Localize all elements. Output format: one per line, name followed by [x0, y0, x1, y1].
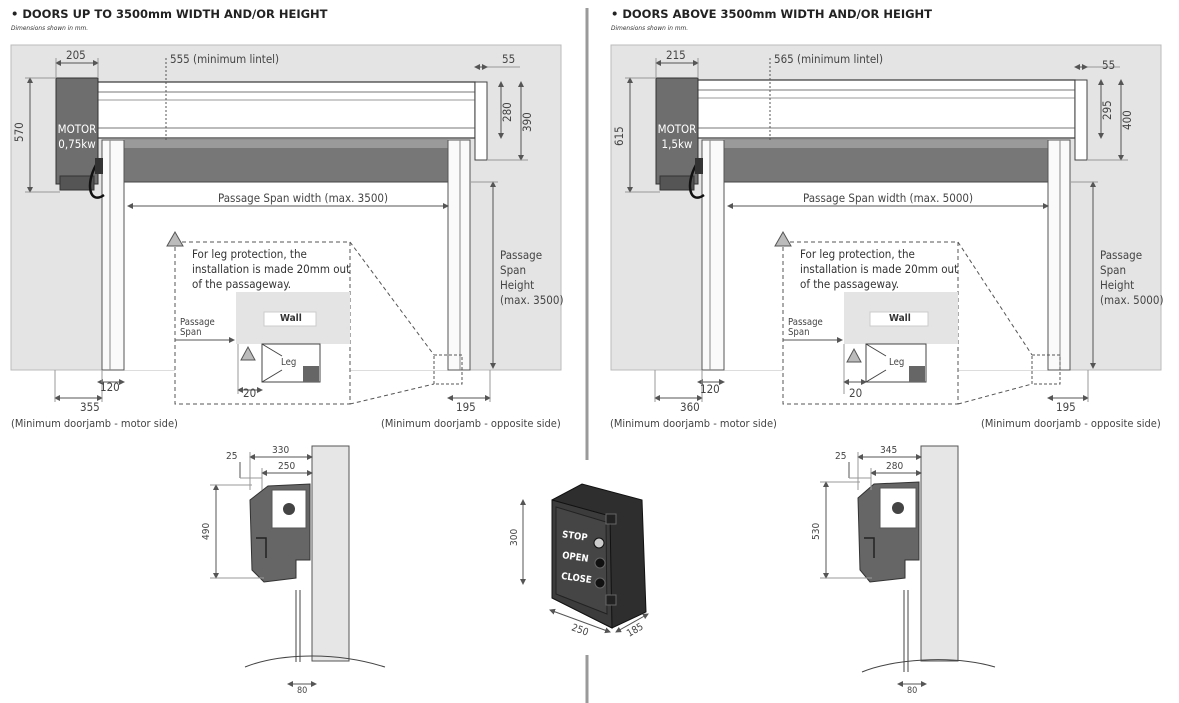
right-roller-box	[696, 79, 1076, 139]
right-inset-wall: Wall	[889, 313, 911, 324]
left-motor-label: MOTOR	[57, 122, 97, 136]
dim-leg-offset: 120	[100, 380, 120, 394]
right-guide-right	[1047, 139, 1071, 371]
warning-icon	[166, 230, 184, 247]
left-inset-wall: Wall	[280, 313, 302, 324]
dim-motor-width: 205	[66, 48, 86, 62]
right-inset-leg: Leg	[889, 357, 905, 368]
dim-box-height-a: 295	[1100, 100, 1114, 120]
right-leg-note: For leg protection, the installation is …	[800, 247, 959, 291]
right-caption-motor: (Minimum doorjamb - motor side)	[610, 417, 777, 430]
side-dim-280: 280	[886, 461, 904, 472]
left-subheading: Dimensions shown in mm.	[11, 24, 89, 32]
side-dim-25: 25	[835, 451, 847, 462]
dim-doorjamb-motor: 360	[680, 400, 700, 414]
right-guide-left	[701, 139, 725, 371]
left-inset-leg: Leg	[281, 357, 297, 368]
left-side-view	[210, 445, 386, 687]
left-front-view	[10, 44, 562, 405]
dim-leg-offset: 120	[700, 382, 720, 396]
control-height-dim: 300	[509, 528, 520, 546]
dim-doorjamb-opposite: 195	[456, 400, 476, 414]
dim-box-height-b: 400	[1120, 110, 1134, 130]
warning-icon	[240, 345, 256, 361]
control-box	[520, 483, 649, 634]
dim-doorjamb-opposite: 195	[1056, 400, 1076, 414]
dim-lintel: 555 (minimum lintel)	[170, 52, 280, 66]
left-inset-passage: Passage Span	[180, 317, 215, 338]
dim-leg-protection: 20	[243, 386, 257, 400]
right-motor-label: MOTOR	[657, 122, 697, 136]
dim-box-height-a: 280	[500, 102, 514, 122]
open-button-icon	[594, 557, 606, 569]
dim-doorjamb-motor: 355	[80, 400, 100, 414]
left-heading: • DOORS UP TO 3500mm WIDTH AND/OR HEIGHT	[11, 7, 328, 21]
dim-leg-protection: 20	[849, 386, 863, 400]
side-dim-345: 345	[880, 445, 898, 456]
dim-passage-width: Passage Span width (max. 3500)	[218, 191, 389, 205]
dim-motor-height: 615	[612, 126, 626, 146]
dim-lintel: 565 (minimum lintel)	[774, 52, 884, 66]
dim-box-height-b: 390	[520, 112, 534, 132]
left-leg-note: For leg protection, the installation is …	[192, 247, 351, 291]
left-guide-left	[101, 139, 125, 371]
right-inset-passage: Passage Span	[788, 317, 823, 338]
left-side-wall	[311, 445, 350, 662]
dim-right-top: 55	[502, 52, 516, 66]
right-heading: • DOORS ABOVE 3500mm WIDTH AND/OR HEIGHT	[611, 7, 933, 21]
right-side-wall	[920, 445, 959, 662]
left-guide-right	[447, 139, 471, 371]
right-motor-box	[655, 77, 699, 185]
left-motor-power: 0,75kw	[58, 137, 96, 151]
side-dim-80: 80	[297, 686, 308, 696]
dim-motor-height: 570	[12, 122, 26, 142]
right-side-view	[820, 445, 996, 687]
left-caption-opposite: (Minimum doorjamb - opposite side)	[381, 417, 561, 430]
left-passage-height: Passage Span Height (max. 3500)	[500, 248, 564, 307]
warning-icon	[774, 230, 792, 247]
dim-motor-width: 215	[666, 48, 686, 62]
right-motor-power: 1,5kw	[661, 137, 693, 151]
left-roller-box	[96, 81, 476, 139]
right-caption-opposite: (Minimum doorjamb - opposite side)	[981, 417, 1161, 430]
side-dim-330: 330	[272, 445, 290, 456]
warning-icon	[846, 347, 862, 363]
stop-button-icon	[593, 537, 605, 549]
side-dim-490: 490	[201, 522, 212, 540]
close-button-icon	[594, 577, 606, 589]
dim-right-top: 55	[1102, 58, 1116, 72]
side-dim-530: 530	[811, 522, 822, 540]
left-caption-motor: (Minimum doorjamb - motor side)	[11, 417, 178, 430]
dim-passage-width: Passage Span width (max. 5000)	[803, 191, 974, 205]
side-dim-25: 25	[226, 451, 238, 462]
right-subheading: Dimensions shown in mm.	[611, 24, 689, 32]
side-dim-80: 80	[907, 686, 918, 696]
right-front-view	[610, 44, 1162, 405]
right-passage-height: Passage Span Height (max. 5000)	[1100, 248, 1164, 307]
side-dim-250: 250	[278, 461, 296, 472]
